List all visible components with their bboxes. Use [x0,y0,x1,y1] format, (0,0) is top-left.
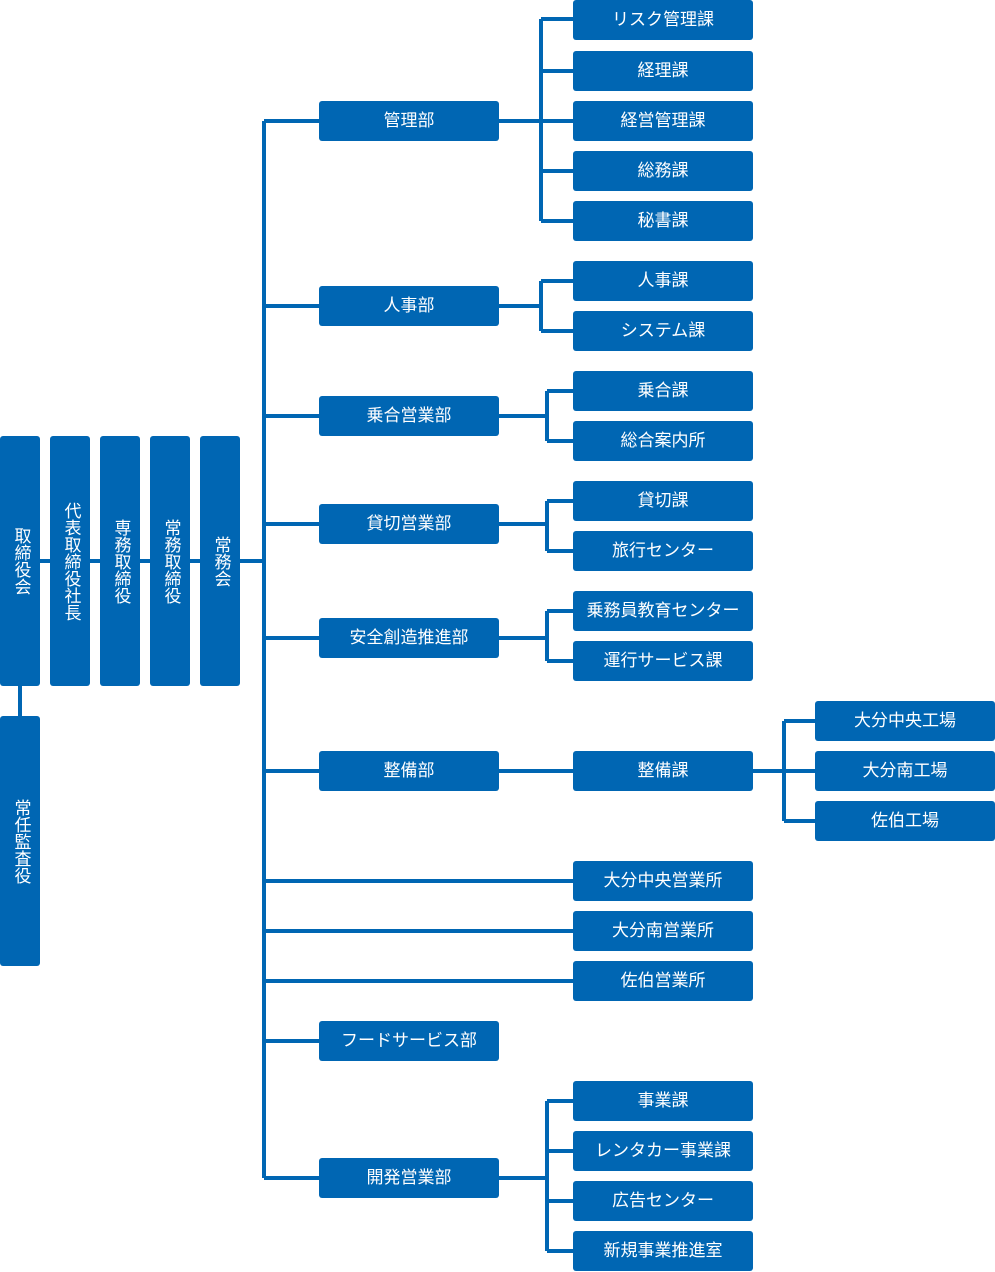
dept-kanri: 管理部 [319,101,499,141]
president-box: 代表取締役社長 [50,436,90,686]
board-of-directors-label: 取締役会 [10,527,31,595]
dept-kaihatsu: 開発営業部 [319,1158,499,1198]
connector-kashikiri-sections [499,499,573,553]
dept-food: フードサービス部 [319,1021,499,1061]
section-rental: レンタカー事業課 [573,1131,753,1171]
factory-oita-chuo: 大分中央工場 [815,701,995,741]
connector-anzen-sections [499,609,573,663]
standing-auditor-box: 常任監査役 [0,716,40,966]
section-kyouiku: 乗務員教育センター [573,591,753,631]
section-seibika: 整備課 [573,751,753,791]
section-keiei: 経営管理課 [573,101,753,141]
branch-oita-minami: 大分南営業所 [573,911,753,951]
section-risk: リスク管理課 [573,0,753,40]
section-keiri: 経理課 [573,51,753,91]
president-label: 代表取締役社長 [60,501,81,621]
dept-noriai: 乗合営業部 [319,396,499,436]
section-noriaika: 乗合課 [573,371,753,411]
managing-director-label: 常務取締役 [160,518,181,604]
factory-oita-minami: 大分南工場 [815,751,995,791]
section-hisho: 秘書課 [573,201,753,241]
section-jinjika: 人事課 [573,261,753,301]
senior-managing-director-box: 専務取締役 [100,436,140,686]
section-unkou: 運行サービス課 [573,641,753,681]
standing-auditor-label: 常任監査役 [10,798,31,884]
section-koukoku: 広告センター [573,1181,753,1221]
section-jigyou: 事業課 [573,1081,753,1121]
connector-jinji-sections [499,279,573,333]
connector-seibika-factories [753,719,815,823]
section-soumu: 総務課 [573,151,753,191]
section-kashikirika: 貸切課 [573,481,753,521]
factory-saiki: 佐伯工場 [815,801,995,841]
managing-director-box: 常務取締役 [150,436,190,686]
section-shinki: 新規事業推進室 [573,1231,753,1271]
branch-saiki: 佐伯営業所 [573,961,753,1001]
executive-committee-label: 常務会 [210,535,231,587]
connector-kaihatsu-sections [499,1099,573,1253]
dept-anzen: 安全創造推進部 [319,618,499,658]
dept-kashikiri: 貸切営業部 [319,504,499,544]
branch-oita-chuo: 大分中央営業所 [573,861,753,901]
section-ryokou: 旅行センター [573,531,753,571]
connector-kanri-sections [499,17,573,223]
dept-jinji: 人事部 [319,286,499,326]
senior-managing-director-label: 専務取締役 [110,518,131,604]
section-system: システム課 [573,311,753,351]
board-of-directors-box: 取締役会 [0,436,40,686]
connector-noriai-sections [499,389,573,443]
section-annai: 総合案内所 [573,421,753,461]
executive-committee-box: 常務会 [200,436,240,686]
dept-seibi: 整備部 [319,751,499,791]
